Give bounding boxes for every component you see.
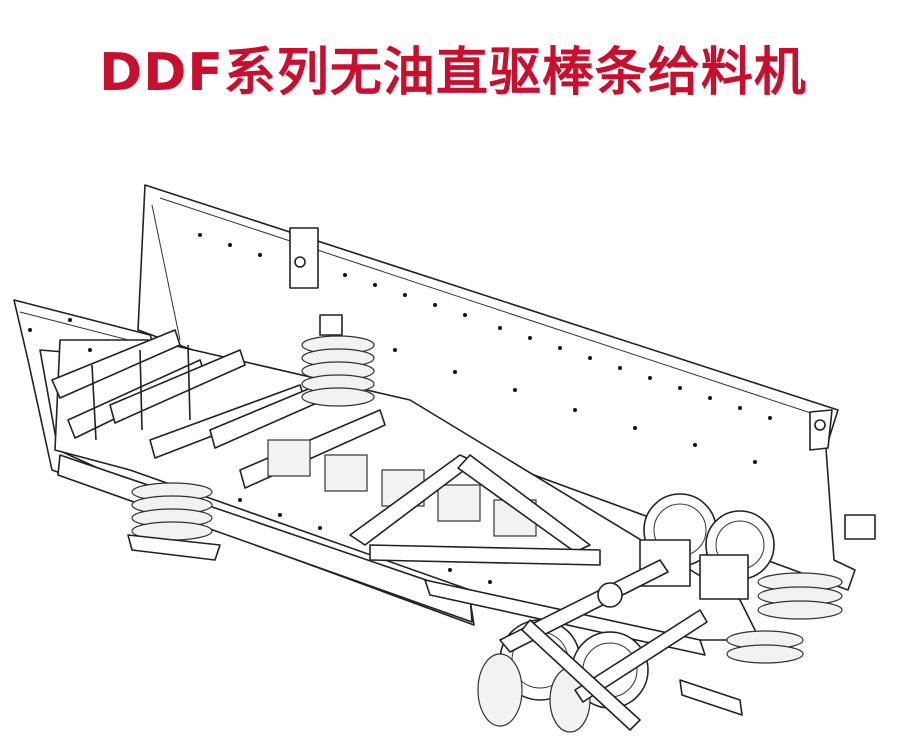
lifting-lug [809, 409, 833, 451]
page-title: DDF系列无油直驱棒条给料机 [99, 43, 807, 103]
rear-spring-left [289, 227, 375, 407]
bolt-holes [28, 233, 772, 584]
spring-support-front-left [127, 482, 221, 561]
drive-shaft [499, 559, 708, 731]
exciter-motor-upper-left [639, 493, 717, 587]
spring-support-right [679, 514, 876, 716]
cross-brace [349, 454, 601, 566]
exciter-motor-upper-right [699, 510, 775, 600]
liner-boxes [267, 439, 537, 537]
